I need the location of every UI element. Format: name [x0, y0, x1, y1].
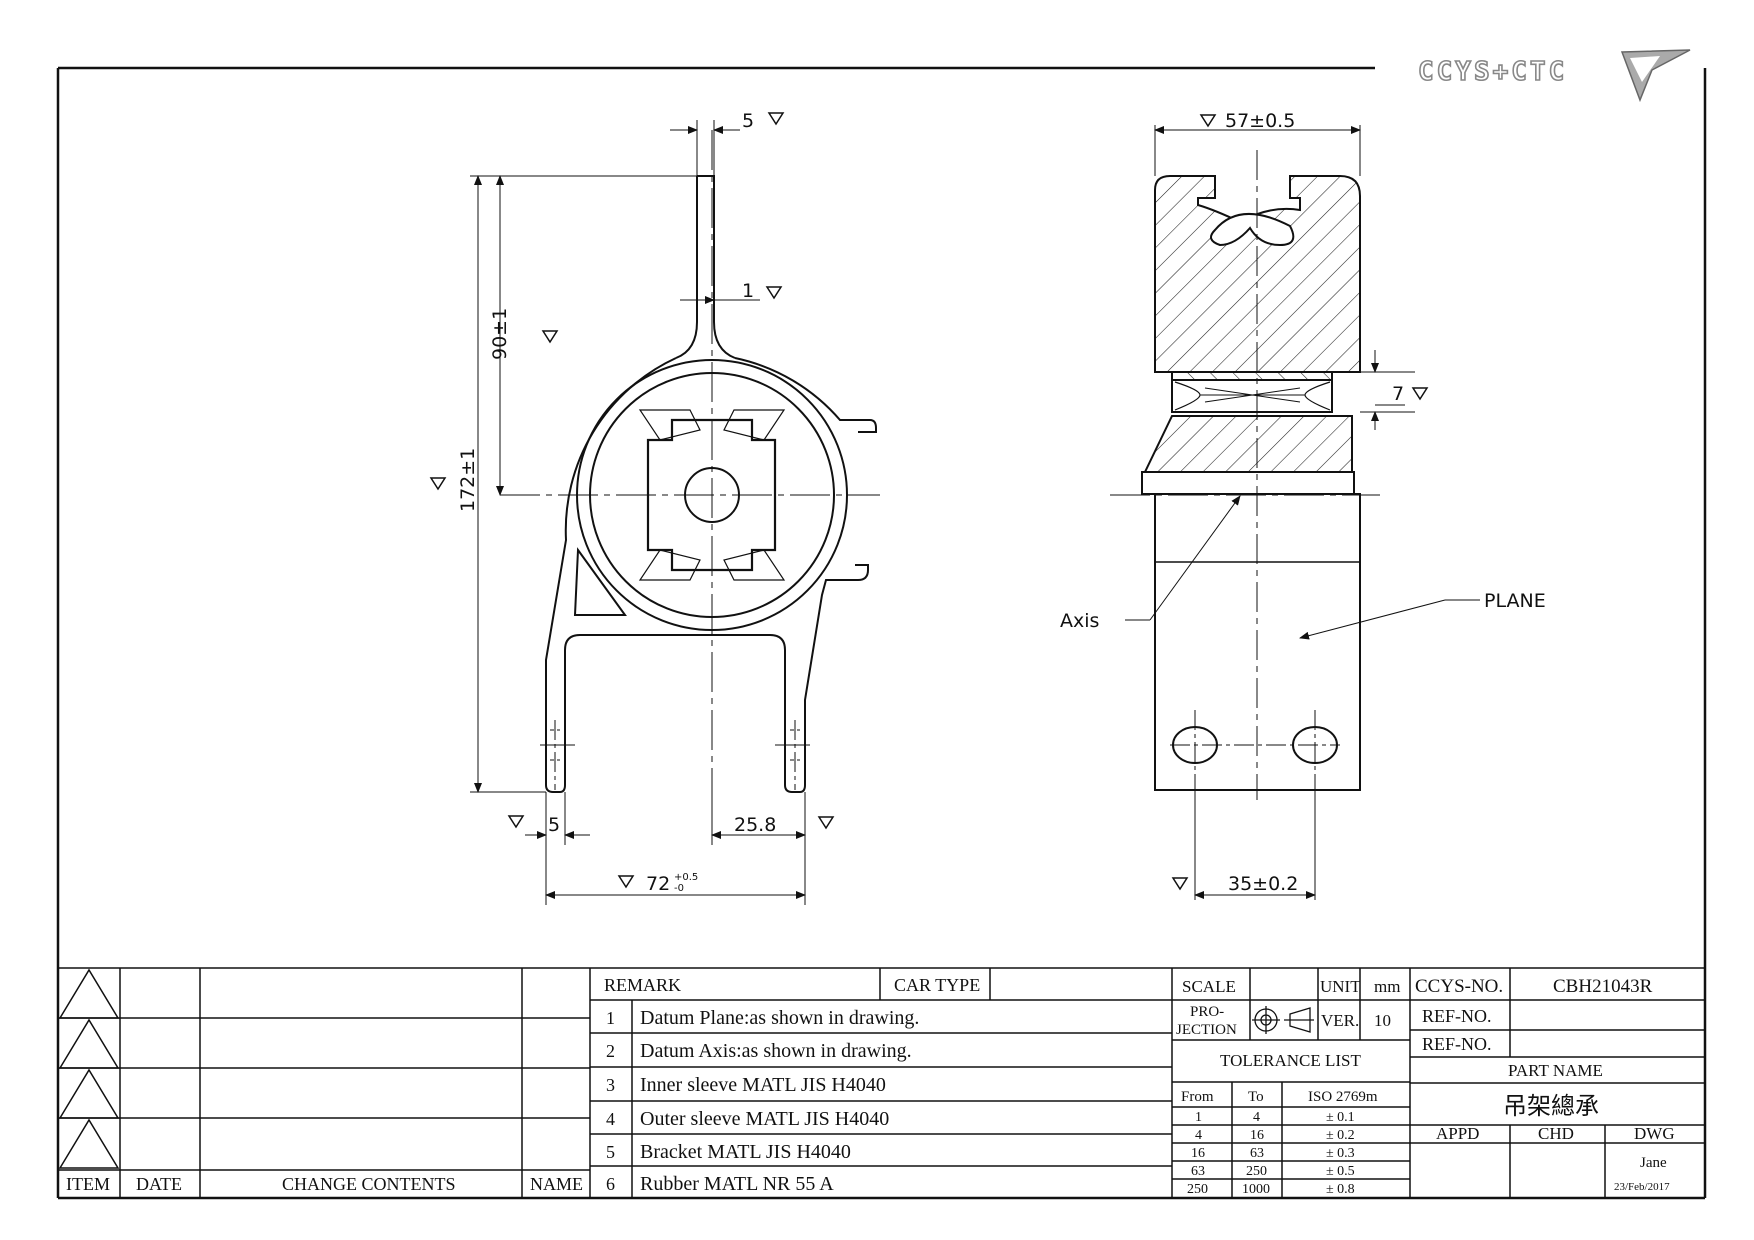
remark-no: 6 — [606, 1174, 615, 1194]
tol-from: 16 — [1191, 1146, 1205, 1161]
sheet-frame — [56, 66, 1707, 1200]
remark-no: 1 — [606, 1008, 615, 1028]
company-logo: CCYS+CTC — [1417, 49, 1691, 103]
tolerance-list: TOLERANCE LIST From To ISO 2769m 1 4 ± 0… — [1181, 1051, 1378, 1197]
tol-to: 1000 — [1242, 1182, 1270, 1197]
projection-symbol-icon — [1252, 1006, 1314, 1034]
remark-text: Rubber MATL NR 55 A — [640, 1173, 834, 1195]
projection-label: PRO- — [1190, 1004, 1224, 1020]
header-date: DATE — [136, 1174, 182, 1194]
remark-no: 4 — [606, 1109, 615, 1129]
dwg-name: Jane — [1640, 1155, 1667, 1171]
label-axis: Axis — [1060, 610, 1099, 632]
surface-finish-icon — [618, 875, 634, 888]
tol-header-from: From — [1181, 1089, 1214, 1105]
side-view-labels: 57±0.5 7 35±0.2 Axis PLANE — [1060, 110, 1546, 895]
tol-from: 63 — [1191, 1164, 1205, 1179]
dim-foot-thickness: 5 — [548, 814, 560, 836]
dim-side-width: 57±0.5 — [1225, 110, 1295, 132]
dwg-date: 23/Feb/2017 — [1614, 1181, 1670, 1193]
tolerance-title: TOLERANCE LIST — [1220, 1051, 1361, 1070]
ccys-no-value: CBH21043R — [1553, 976, 1653, 997]
tol-value: ± 0.2 — [1326, 1128, 1355, 1143]
revision-table: ITEM DATE CHANGE CONTENTS NAME — [66, 1174, 583, 1194]
header-item: ITEM — [66, 1174, 110, 1194]
remark-no: 5 — [606, 1142, 615, 1162]
surface-finish-icon — [766, 286, 782, 299]
scale-label: SCALE — [1182, 977, 1236, 996]
svg-text:CCYS+CTC: CCYS+CTC — [1418, 57, 1567, 87]
tol-value: ± 0.1 — [1326, 1110, 1355, 1125]
tol-to: 63 — [1250, 1146, 1264, 1161]
surface-finish-icon — [1412, 387, 1428, 400]
dim-sleeve-gap: 7 — [1392, 383, 1404, 405]
surface-finish-icon — [430, 477, 446, 490]
tol-to: 16 — [1250, 1128, 1264, 1143]
header-change-contents: CHANGE CONTENTS — [282, 1174, 456, 1194]
ver-label: VER. — [1321, 1011, 1359, 1030]
tol-to: 250 — [1246, 1164, 1267, 1179]
unit-label: UNIT — [1320, 977, 1361, 996]
scale-projection-block: SCALE UNIT mm PRO- JECTION VER. 10 — [1176, 977, 1400, 1038]
tol-value: ± 0.3 — [1326, 1146, 1355, 1161]
appd-label: APPD — [1436, 1124, 1479, 1143]
car-type-label: CAR TYPE — [894, 975, 980, 995]
part-name-label: PART NAME — [1508, 1061, 1603, 1080]
front-view — [500, 130, 880, 800]
remark-no: 2 — [606, 1041, 615, 1061]
dim-hole-spacing: 35±0.2 — [1228, 873, 1298, 895]
dim-total-width-tol-plus: +0.5 — [674, 872, 698, 883]
surface-finish-icon — [542, 330, 558, 343]
tol-from: 1 — [1195, 1110, 1202, 1125]
dim-total-width: 72 — [646, 873, 670, 895]
front-view-dimension-labels: 5 1 90±1 172±1 5 25.8 72 +0.5 -0 — [430, 110, 834, 895]
tol-to: 4 — [1253, 1110, 1260, 1125]
side-view-dimensions — [1125, 125, 1480, 900]
surface-finish-icon — [768, 112, 784, 125]
side-view — [1110, 150, 1380, 800]
ref-no-label: REF-NO. — [1422, 1034, 1492, 1054]
tol-value: ± 0.5 — [1326, 1164, 1355, 1179]
tol-from: 250 — [1187, 1182, 1208, 1197]
tol-from: 4 — [1195, 1128, 1202, 1143]
remarks-table: REMARK CAR TYPE 1 Datum Plane:as shown i… — [604, 975, 980, 1195]
remark-text: Inner sleeve MATL JIS H4040 — [640, 1074, 886, 1096]
remark-no: 3 — [606, 1075, 615, 1095]
dim-height-to-center: 90±1 — [489, 308, 511, 360]
front-view-dimensions — [470, 120, 806, 905]
label-plane: PLANE — [1484, 590, 1546, 612]
ver-value: 10 — [1374, 1011, 1391, 1030]
dim-top-thickness: 5 — [742, 110, 754, 132]
dim-total-width-tol-minus: -0 — [674, 883, 684, 894]
remark-text: Bracket MATL JIS H4040 — [640, 1141, 851, 1163]
dim-half-span: 25.8 — [734, 814, 776, 836]
chd-label: CHD — [1538, 1124, 1574, 1143]
surface-finish-icon — [1172, 877, 1188, 890]
dim-total-height: 172±1 — [457, 448, 479, 512]
tol-value: ± 0.8 — [1326, 1182, 1355, 1197]
surface-finish-icon — [1200, 114, 1216, 127]
remark-text: Datum Plane:as shown in drawing. — [640, 1007, 919, 1029]
remark-text: Datum Axis:as shown in drawing. — [640, 1040, 912, 1062]
dim-web-thickness: 1 — [742, 280, 754, 302]
header-name: NAME — [530, 1174, 583, 1194]
surface-finish-icon — [508, 815, 524, 828]
tol-header-to: To — [1248, 1089, 1264, 1105]
projection-label: JECTION — [1176, 1022, 1237, 1038]
ref-no-label: REF-NO. — [1422, 1006, 1492, 1026]
remark-text: Outer sleeve MATL JIS H4040 — [640, 1108, 889, 1130]
remarks-header: REMARK — [604, 975, 681, 995]
ccys-no-label: CCYS-NO. — [1415, 976, 1503, 997]
surface-finish-icon — [818, 816, 834, 829]
part-info-block: CCYS-NO. CBH21043R REF-NO. REF-NO. PART … — [1415, 976, 1675, 1193]
title-block-lines — [58, 967, 1705, 1198]
tol-header-iso: ISO 2769m — [1308, 1089, 1378, 1105]
dwg-label: DWG — [1634, 1124, 1675, 1143]
part-name-value: 吊架總承 — [1503, 1092, 1599, 1120]
unit-value: mm — [1374, 977, 1400, 996]
